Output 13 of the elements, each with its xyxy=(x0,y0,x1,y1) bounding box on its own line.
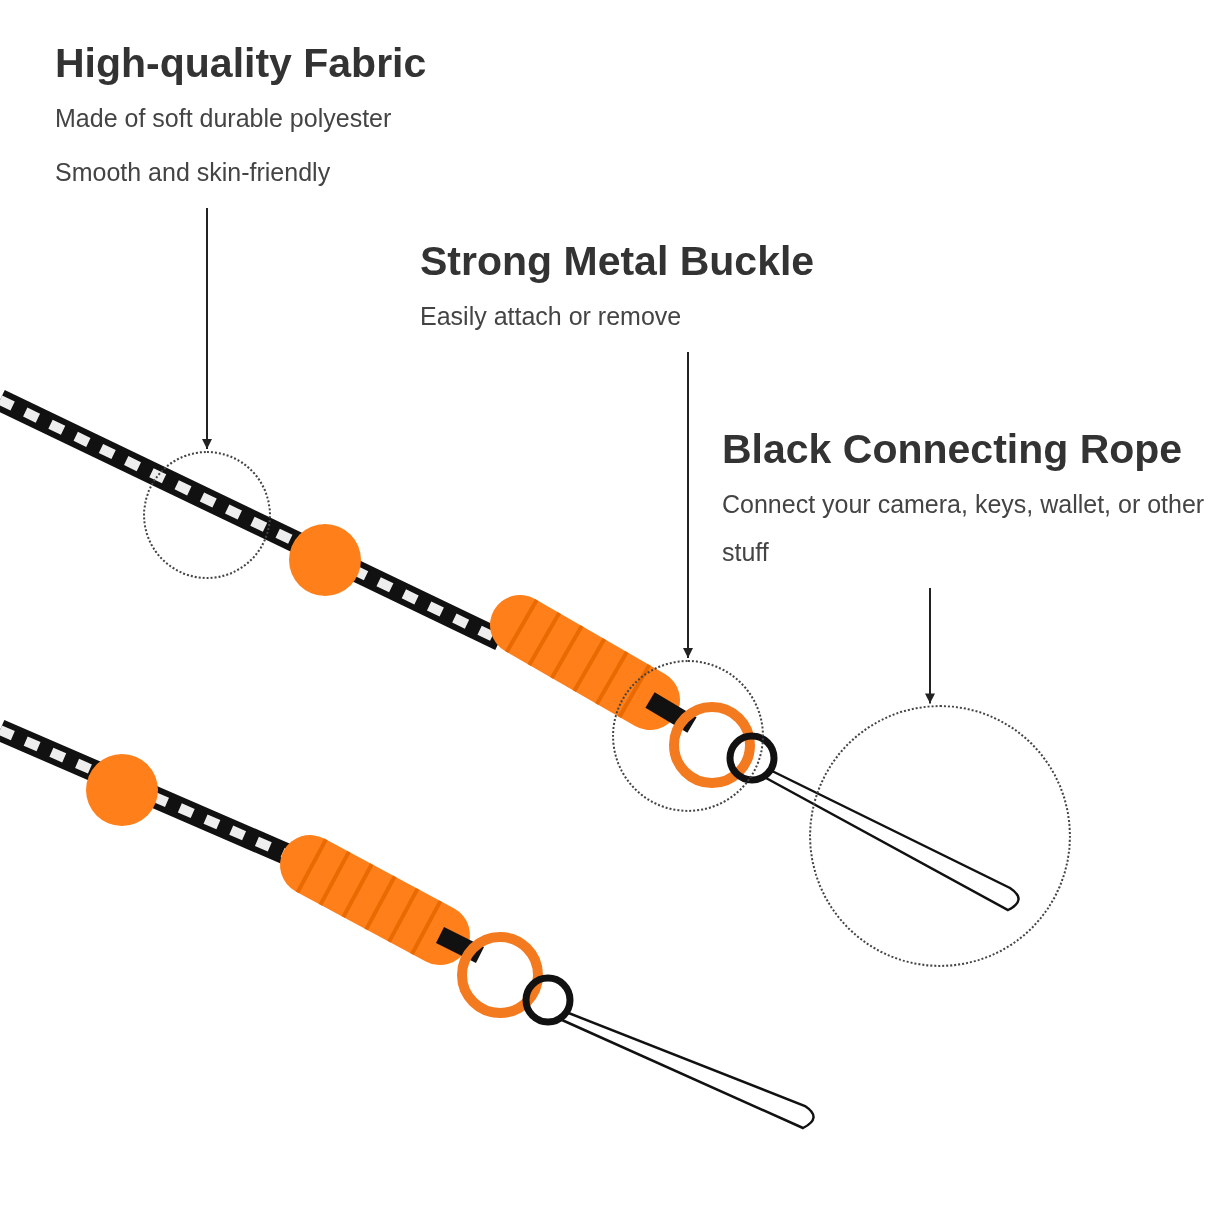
dotted-circle xyxy=(143,451,271,579)
arrow xyxy=(202,207,212,450)
callout-text: Connect your camera, keys, wallet, or other stuff xyxy=(722,489,1206,568)
dotted-circle xyxy=(809,705,1071,967)
arrow xyxy=(683,351,693,659)
callout-heading: High-quality Fabric xyxy=(55,39,428,88)
callout-text: Easily attach or remove xyxy=(420,301,683,332)
callout-text: Made of soft durable polyester xyxy=(55,103,393,134)
dotted-circle xyxy=(612,660,764,812)
callout-heading: Black Connecting Rope xyxy=(722,425,1184,474)
arrow xyxy=(925,587,935,705)
callout-text: Smooth and skin-friendly xyxy=(55,157,332,188)
callout-heading: Strong Metal Buckle xyxy=(420,237,816,286)
